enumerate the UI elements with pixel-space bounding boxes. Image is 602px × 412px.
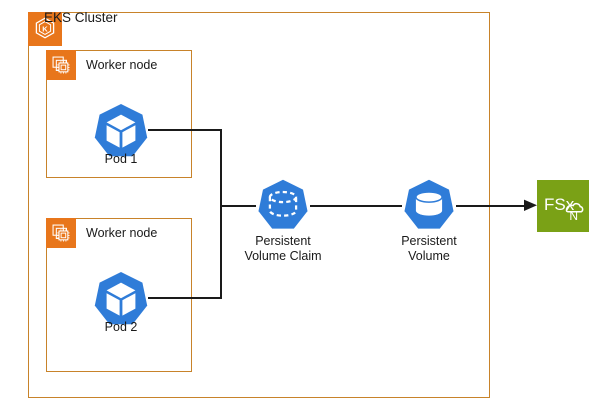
aws-fsx-netapp-ontap-icon: FSx N	[537, 180, 589, 232]
worker-node-1-container	[46, 50, 192, 178]
pv-label: Persistent Volume	[401, 234, 457, 263]
kubernetes-pod-icon	[90, 100, 152, 162]
connector-pv-to-fsx	[456, 205, 530, 207]
kubernetes-pod-icon	[90, 268, 152, 330]
pvc-label: Persistent Volume Claim	[244, 234, 322, 263]
connector-pvc-to-pv	[310, 205, 402, 207]
pod-1-label: Pod 1	[104, 152, 138, 166]
persistent-volume-claim-icon	[254, 176, 312, 234]
worker-node-chip-icon	[46, 50, 76, 80]
eks-kubernetes-icon: K	[28, 12, 62, 46]
connector-pod1-to-bus	[148, 129, 222, 131]
worker-node-2-label: Worker node	[86, 226, 158, 240]
connector-vertical-bus	[220, 129, 222, 299]
worker-node-chip-icon	[46, 218, 76, 248]
persistent-volume-icon	[400, 176, 458, 234]
eks-cluster-label: EKS Cluster	[44, 10, 118, 25]
fsx-netapp-n-text: N	[569, 209, 578, 223]
worker-node-2-container	[46, 218, 192, 372]
pod-2-label: Pod 2	[104, 320, 138, 334]
connector-pod2-to-bus	[148, 297, 222, 299]
worker-node-1-label: Worker node	[86, 58, 158, 72]
connector-bus-to-pvc	[220, 205, 256, 207]
svg-text:K: K	[42, 24, 48, 33]
arrowhead-icon	[524, 198, 538, 213]
